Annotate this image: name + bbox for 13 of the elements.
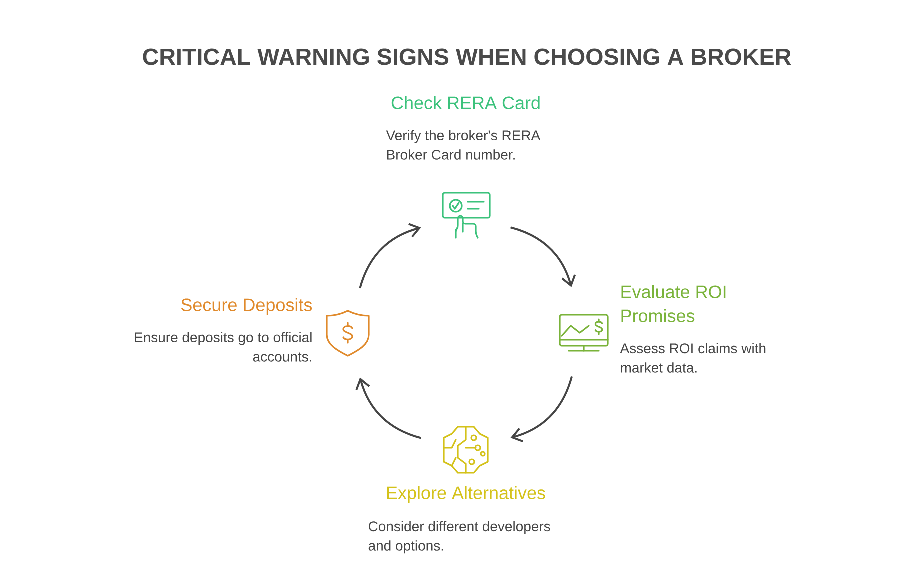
heading: Explore Alternatives xyxy=(387,486,546,504)
arrow xyxy=(356,378,422,440)
heading: Check RERA Card xyxy=(392,96,540,110)
arrow xyxy=(510,376,573,443)
heading: Secure Deposits xyxy=(182,298,312,316)
arrow xyxy=(359,223,422,289)
heading: Evaluate ROI Promises xyxy=(622,285,726,322)
title: CRITICAL WARNING SIGNS WHEN CHOOSING A BROKER xyxy=(143,48,792,66)
description: Consider different developers and options. xyxy=(368,521,550,554)
arrow xyxy=(510,226,576,288)
description: Ensure deposits go to official accounts. xyxy=(135,332,312,362)
description: Verify the broker's RERA Broker Card number. xyxy=(386,130,541,160)
description: Assess ROI claims with market data. xyxy=(620,343,766,373)
